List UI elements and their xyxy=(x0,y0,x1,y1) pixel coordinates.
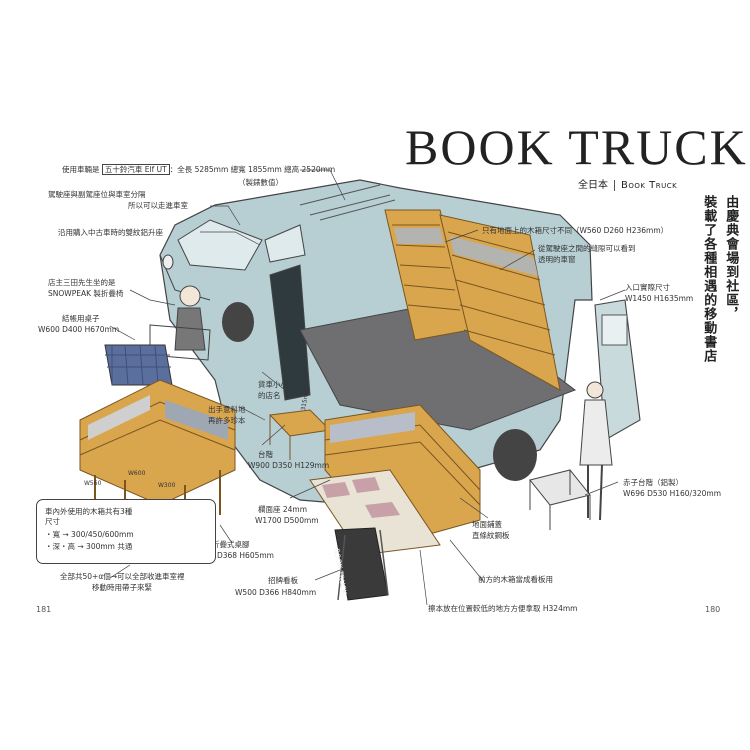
subtitle-english: Book Truck xyxy=(614,180,678,191)
ladder-label: 赤子台階（鋁製） xyxy=(623,478,683,487)
table-label: 結帳用桌子 xyxy=(62,314,100,323)
ladder-size: W696 D530 H160/320mm xyxy=(623,489,721,498)
sign-label: 招牌看板 xyxy=(268,576,298,585)
chair-note-2: SNOWPEAK 製折疊椅 xyxy=(48,289,124,298)
step-platform xyxy=(268,409,332,460)
dim-label-1: W560 xyxy=(84,480,102,487)
page-number-right: 180 xyxy=(705,605,721,614)
chair-note-1: 店主三田先生坐的是 xyxy=(48,278,116,287)
aluminium-step-ladder xyxy=(529,469,591,530)
notebox-line-3: ・深・高 → 300mm 共通 xyxy=(45,542,133,552)
dim-label-3: W300 xyxy=(158,482,176,489)
checkout-table xyxy=(104,344,173,386)
page-number-left: 181 xyxy=(36,605,52,614)
vehicle-dims-note: （製錶數值） xyxy=(238,178,283,187)
vertical-headline-2: 裝載了各種相遇的移動書店 xyxy=(701,195,717,363)
customer-figure xyxy=(579,381,613,521)
total-note-1: 全部共50+α個→可以全部收進車室裡 xyxy=(60,572,185,581)
fold-table-size: W.D368 H605mm xyxy=(208,551,274,560)
total-note-2: 移動時用帶子來緊 xyxy=(92,583,152,592)
step-size: W900 D350 H129mm xyxy=(248,461,330,470)
page-subtitle: 全日本 Book Truck xyxy=(578,176,678,191)
used-truck-note: 沿用購入中古車時的雙紋鋁升座 xyxy=(58,228,163,237)
driver-area-note-2: 所以可以走進車室 xyxy=(128,201,188,210)
door-size: W1450 H1635mm xyxy=(625,294,694,303)
shop-name-note-2: 的店名 xyxy=(258,391,281,400)
outdoor-bookshelves-left xyxy=(79,379,236,530)
sign-board xyxy=(334,527,389,601)
step-label: 台階 xyxy=(258,450,273,459)
low-books-note: 擦本放在位置較低的地方方便拿取 H324mm xyxy=(428,604,578,613)
rare-books-note-1: 出手意料地 xyxy=(208,405,246,414)
vehicle-model: 五十鈴汽車 Elf UT xyxy=(101,164,170,175)
vehicle-note: 使用車輛是 五十鈴汽車 Elf UT：全長 5285mm 總寬 1855mm 總… xyxy=(62,164,336,175)
driver-area-note: 駕駛座與副駕座位與車室分隔 xyxy=(48,190,146,199)
rare-books-note-2: 再許多珍本 xyxy=(208,416,246,425)
leader-lines xyxy=(109,169,626,606)
sign-size: W500 D366 H840mm xyxy=(235,588,317,597)
wood-wall-note-3: 透明的車窗 xyxy=(538,255,576,264)
subtitle-region: 全日本 xyxy=(578,180,608,191)
shelf-label: 欄面座 24mm xyxy=(258,505,308,514)
page-title: BOOK TRUCK xyxy=(405,119,748,175)
front-box-note: 前方的木箱當成看板用 xyxy=(478,575,553,584)
outdoor-bookshelves-front xyxy=(309,404,481,556)
notebox-line-1: 車內外使用的木箱共有3種 xyxy=(45,507,133,516)
floor-note-2: 直條紋鋼板 xyxy=(472,531,510,540)
notebox-line-1b: 尺寸 xyxy=(45,516,60,526)
table-size: W600 D400 H670mm xyxy=(38,325,120,334)
vertical-headline-1: 由慶典會場到社區， xyxy=(723,195,739,321)
wood-wall-note-1: 只有地面上的木箱尺寸不同（W560 D260 H236mm） xyxy=(482,226,669,235)
wood-wall-note-2: 從駕駛座之間的縫隙可以看到 xyxy=(538,244,636,253)
shelf-size: W1700 D500mm xyxy=(255,516,319,525)
door-label: 入口實際尺寸 xyxy=(625,283,670,292)
vehicle-prefix: 使用車輛是 xyxy=(62,165,100,174)
wooden-box-sizes-note: 車內外使用的木箱共有3種 尺寸 ・寬 → 300/450/600mm ・深・高 … xyxy=(36,499,216,564)
interior-shelves xyxy=(384,209,561,391)
vehicle-dims: ：全長 5285mm 總寬 1855mm 總高 2520mm xyxy=(169,165,336,174)
fold-table-label: 折疊式桌腳 xyxy=(212,540,250,549)
notebox-line-2: ・寬 → 300/450/600mm xyxy=(45,529,134,539)
shop-name-note-1: 貨車小小 xyxy=(258,380,288,389)
dim-label-2: W600 xyxy=(128,470,146,477)
floor-note-1: 地面鋪蓋 xyxy=(472,520,502,529)
